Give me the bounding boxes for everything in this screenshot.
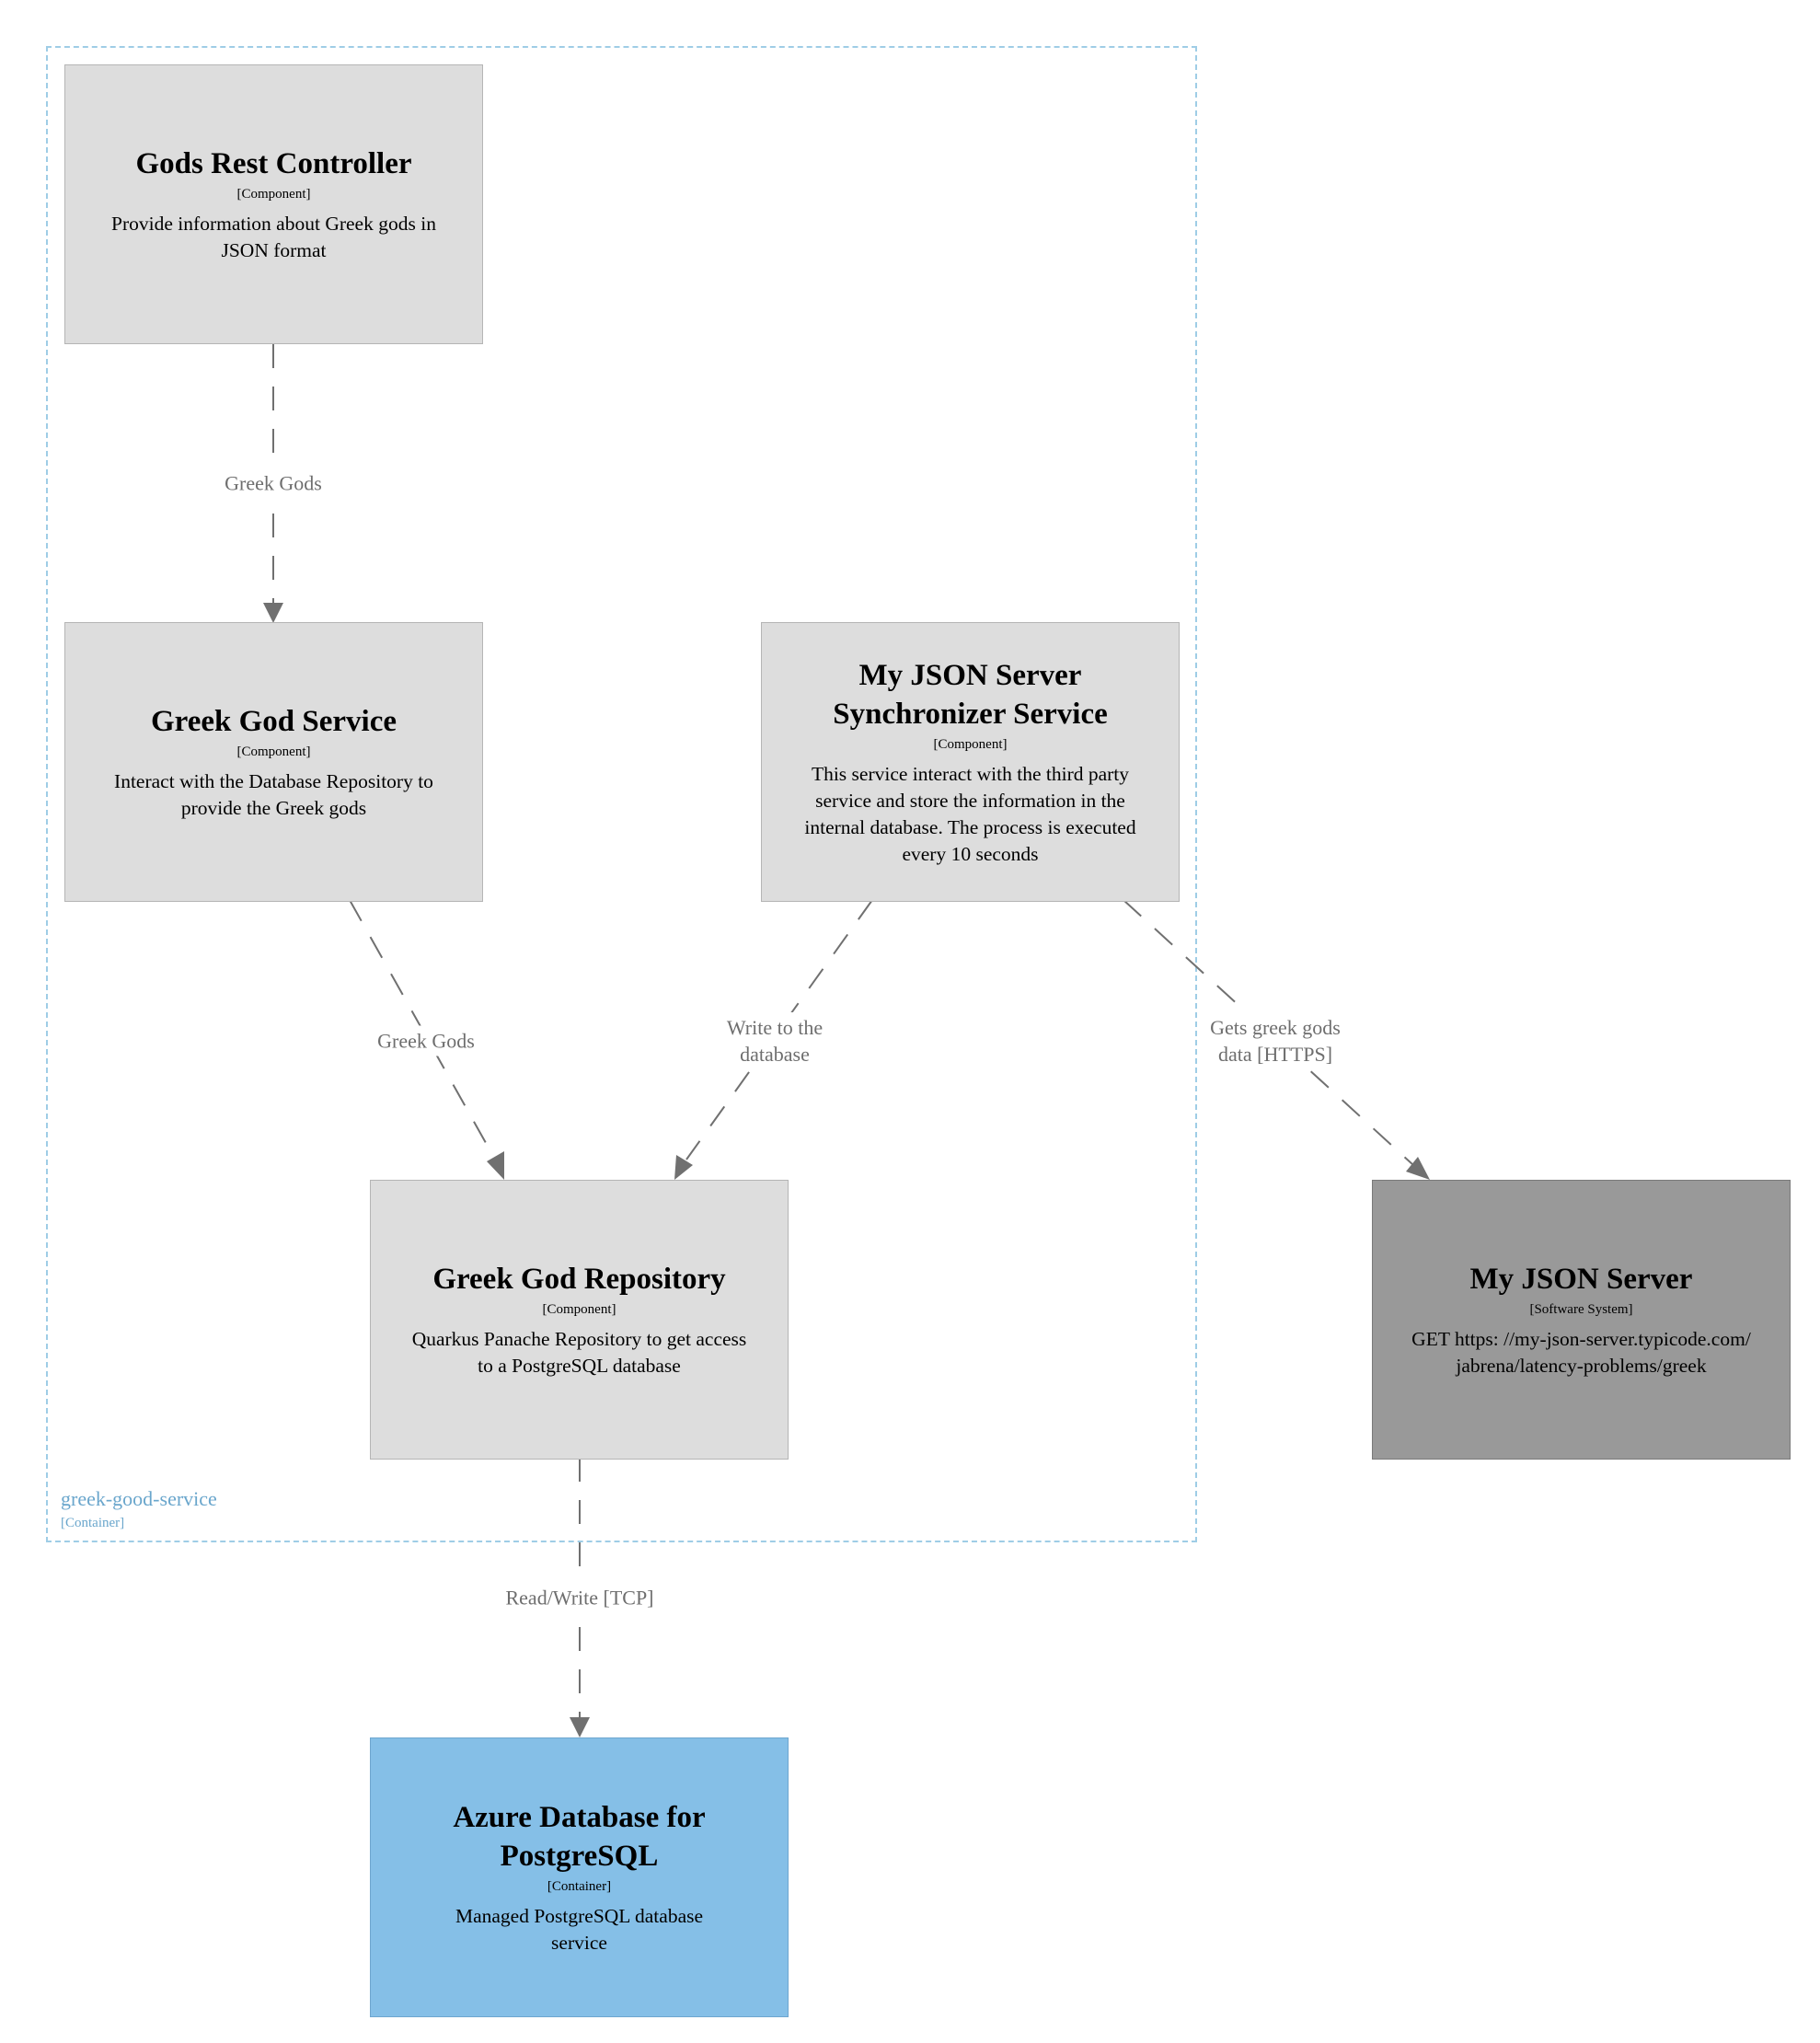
edge-label-sync-to-repository: Write to the database (722, 1012, 827, 1069)
arrowhead-sync-to-repository (674, 1155, 693, 1180)
container-boundary (46, 46, 1197, 1542)
arrowhead-sync-to-json-server (1406, 1157, 1430, 1180)
node-type: [Component] (236, 187, 311, 202)
edge-label-line: Gets greek gods (1210, 1016, 1341, 1039)
node-my-json-server[interactable]: My JSON Server [Software System] GET htt… (1372, 1180, 1791, 1460)
node-title: Greek God Repository (432, 1263, 726, 1296)
edge-sync-to-repository (685, 899, 873, 1160)
edge-label-line: database (740, 1043, 810, 1066)
node-description: Managed PostgreSQL database service (455, 1905, 704, 1954)
boundary-type: [Container] (61, 1516, 125, 1530)
node-type: [Software System] (1529, 1302, 1633, 1317)
node-description: Quarkus Panache Repository to get access… (411, 1328, 747, 1377)
node-description: Interact with the Database Repository to… (114, 770, 433, 819)
node-description: GET https: //my-json-server.typicode.com… (1411, 1328, 1751, 1377)
node-greek-god-repository[interactable]: Greek God Repository [Component] Quarkus… (370, 1180, 789, 1460)
arrowhead-controller-to-service (263, 603, 283, 623)
node-title: My JSON Server Synchronizer Service (833, 659, 1108, 731)
node-title: Azure Database for PostgreSQL (453, 1801, 706, 1873)
boundary-label: greek-good-service (61, 1487, 217, 1510)
node-type: [Component] (236, 744, 311, 759)
node-description: Provide information about Greek gods in … (111, 213, 436, 261)
node-greek-god-service[interactable]: Greek God Service [Component] Interact w… (64, 622, 483, 902)
node-gods-rest-controller[interactable]: Gods Rest Controller [Component] Provide… (64, 64, 483, 344)
edge-label-sync-to-json-server: Gets greek gods data [HTTPS] (1206, 1012, 1344, 1069)
node-azure-database[interactable]: Azure Database for PostgreSQL [Container… (370, 1737, 789, 2017)
edge-label-controller-to-service: Greek Gods (221, 467, 326, 499)
edge-label-service-to-repository: Greek Gods (374, 1025, 478, 1056)
node-type: [Component] (933, 737, 1008, 752)
edge-label-repository-to-db: Read/Write [TCP] (501, 1582, 658, 1613)
edge-label-line: data [HTTPS] (1217, 1043, 1333, 1066)
node-type: [Component] (542, 1302, 616, 1317)
node-description: This service interact with the third par… (804, 763, 1136, 865)
arrowhead-service-to-repository (487, 1151, 504, 1180)
edge-label-line: Write to the (726, 1016, 824, 1039)
node-sync-service[interactable]: My JSON Server Synchronizer Service [Com… (761, 622, 1180, 902)
node-type: [Container] (547, 1879, 612, 1894)
arrowhead-repository-to-db (570, 1717, 590, 1737)
node-title: My JSON Server (1469, 1263, 1693, 1296)
edge-sync-to-json-server (1123, 899, 1414, 1166)
node-title: Gods Rest Controller (135, 147, 412, 180)
node-title: Greek God Service (151, 705, 397, 738)
